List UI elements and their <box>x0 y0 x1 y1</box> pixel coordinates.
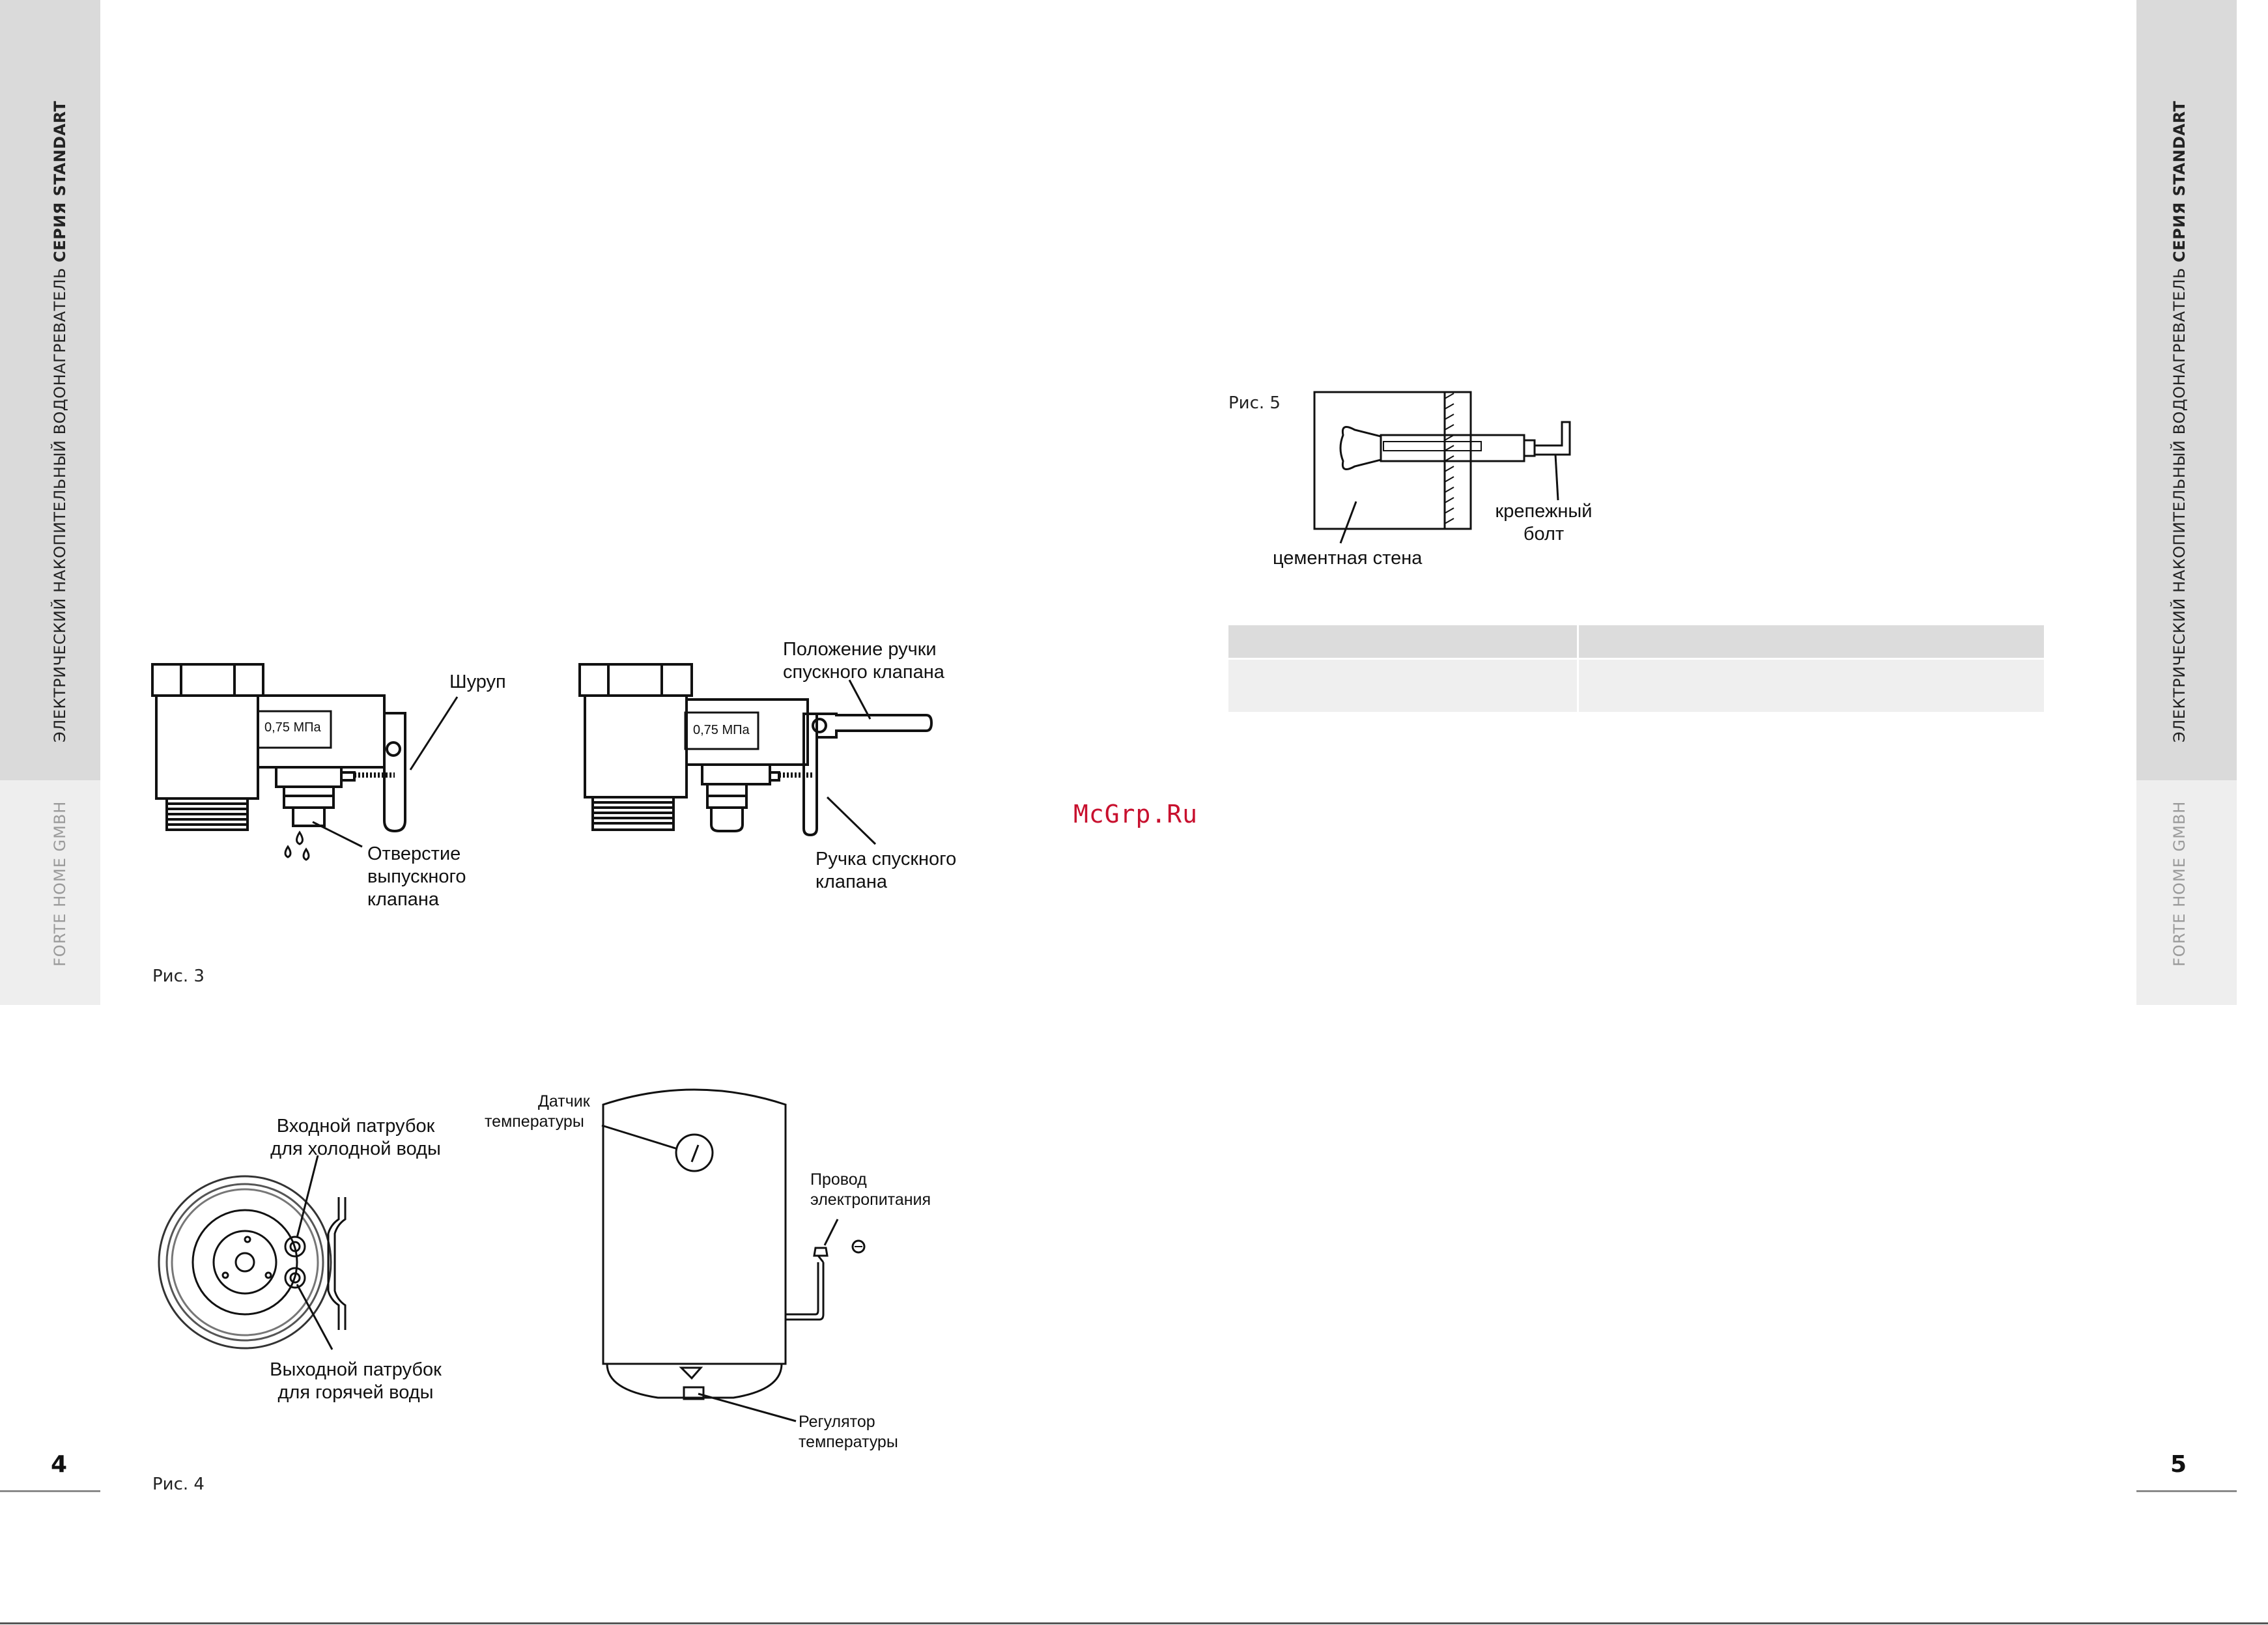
temp-regulator-label: Регулятор температуры <box>799 1413 898 1451</box>
watermark: McGrp.Ru <box>1073 800 1198 828</box>
handle-position-label: Положение ручки спускного клапана <box>783 639 944 683</box>
pressure-label-right: 0,75 МПа <box>693 723 750 737</box>
table-header-cell <box>1579 625 2044 658</box>
bottom-rule <box>0 1622 2268 1624</box>
table-cell <box>1579 660 2044 712</box>
screw-label: Шуруп <box>449 671 506 692</box>
page-number-right-rule <box>2136 1490 2237 1492</box>
outlet-hole-label: Отверстие выпускного клапана <box>367 843 466 910</box>
power-cable-label: Провод электропитания <box>810 1170 931 1209</box>
tank-front-view <box>158 1155 347 1350</box>
page-number-left-rule <box>0 1490 100 1492</box>
wall-anchor-drawing <box>1313 391 1571 544</box>
valve-drawing-left <box>151 663 459 861</box>
fig3-caption: Рис. 3 <box>152 967 205 986</box>
cold-inlet-label: Входной патрубок для холодной воды <box>270 1116 441 1159</box>
tank-side-view <box>601 1088 866 1422</box>
drain-handle-label: Ручка спускного клапана <box>815 849 957 892</box>
valve-drawing-right <box>578 663 933 845</box>
spec-table <box>1228 625 2044 712</box>
hot-outlet-label: Выходной патрубок для горячей воды <box>270 1359 442 1403</box>
page-number-right: 5 <box>2170 1451 2187 1478</box>
left-series-tab <box>0 0 100 780</box>
temp-sensor-label: Датчик температуры <box>485 1092 590 1131</box>
cement-wall-label: цементная стена <box>1273 548 1423 569</box>
fig5-caption: Рис. 5 <box>1228 393 1281 413</box>
table-header-row <box>1228 625 2044 658</box>
table-row <box>1228 660 2044 712</box>
left-company-tab <box>0 780 100 1005</box>
mounting-bolt-label: крепежный болт <box>1495 501 1593 544</box>
table-cell <box>1228 660 1577 712</box>
page-number-left: 4 <box>51 1451 68 1478</box>
pressure-label-left: 0,75 МПа <box>264 720 321 735</box>
right-series-tab <box>2136 0 2237 780</box>
fig4-caption: Рис. 4 <box>152 1475 205 1494</box>
table-header-cell <box>1228 625 1577 658</box>
right-company-tab <box>2136 780 2237 1005</box>
